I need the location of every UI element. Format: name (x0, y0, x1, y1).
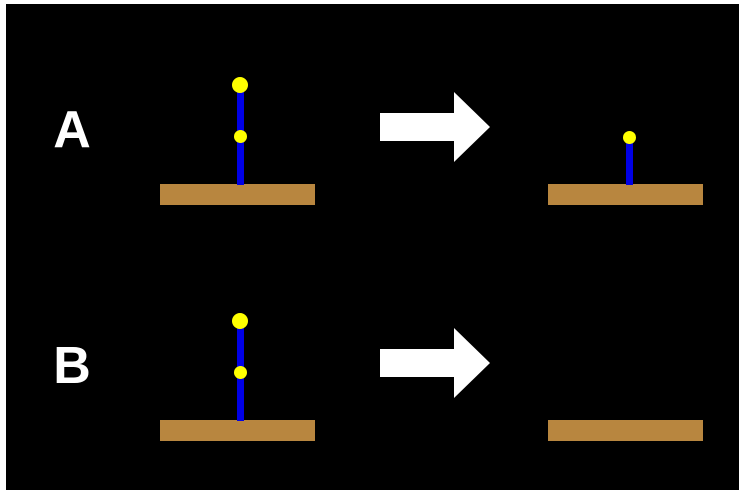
node-top-b-before (232, 313, 248, 329)
row-label-a: A (53, 101, 91, 159)
right-arrow-icon (380, 92, 490, 162)
row-label-b: B (53, 337, 91, 395)
node-middle-b-before (234, 366, 247, 379)
platform-b-after (548, 420, 703, 441)
rod-a-after (626, 136, 633, 185)
platform-a-before (160, 184, 315, 205)
node-top-a-after (623, 131, 636, 144)
diagram-canvas (6, 4, 739, 490)
platform-a-after (548, 184, 703, 205)
node-middle-a-before (234, 130, 247, 143)
node-top-a-before (232, 77, 248, 93)
platform-b-before (160, 420, 315, 441)
right-arrow-icon (380, 328, 490, 398)
